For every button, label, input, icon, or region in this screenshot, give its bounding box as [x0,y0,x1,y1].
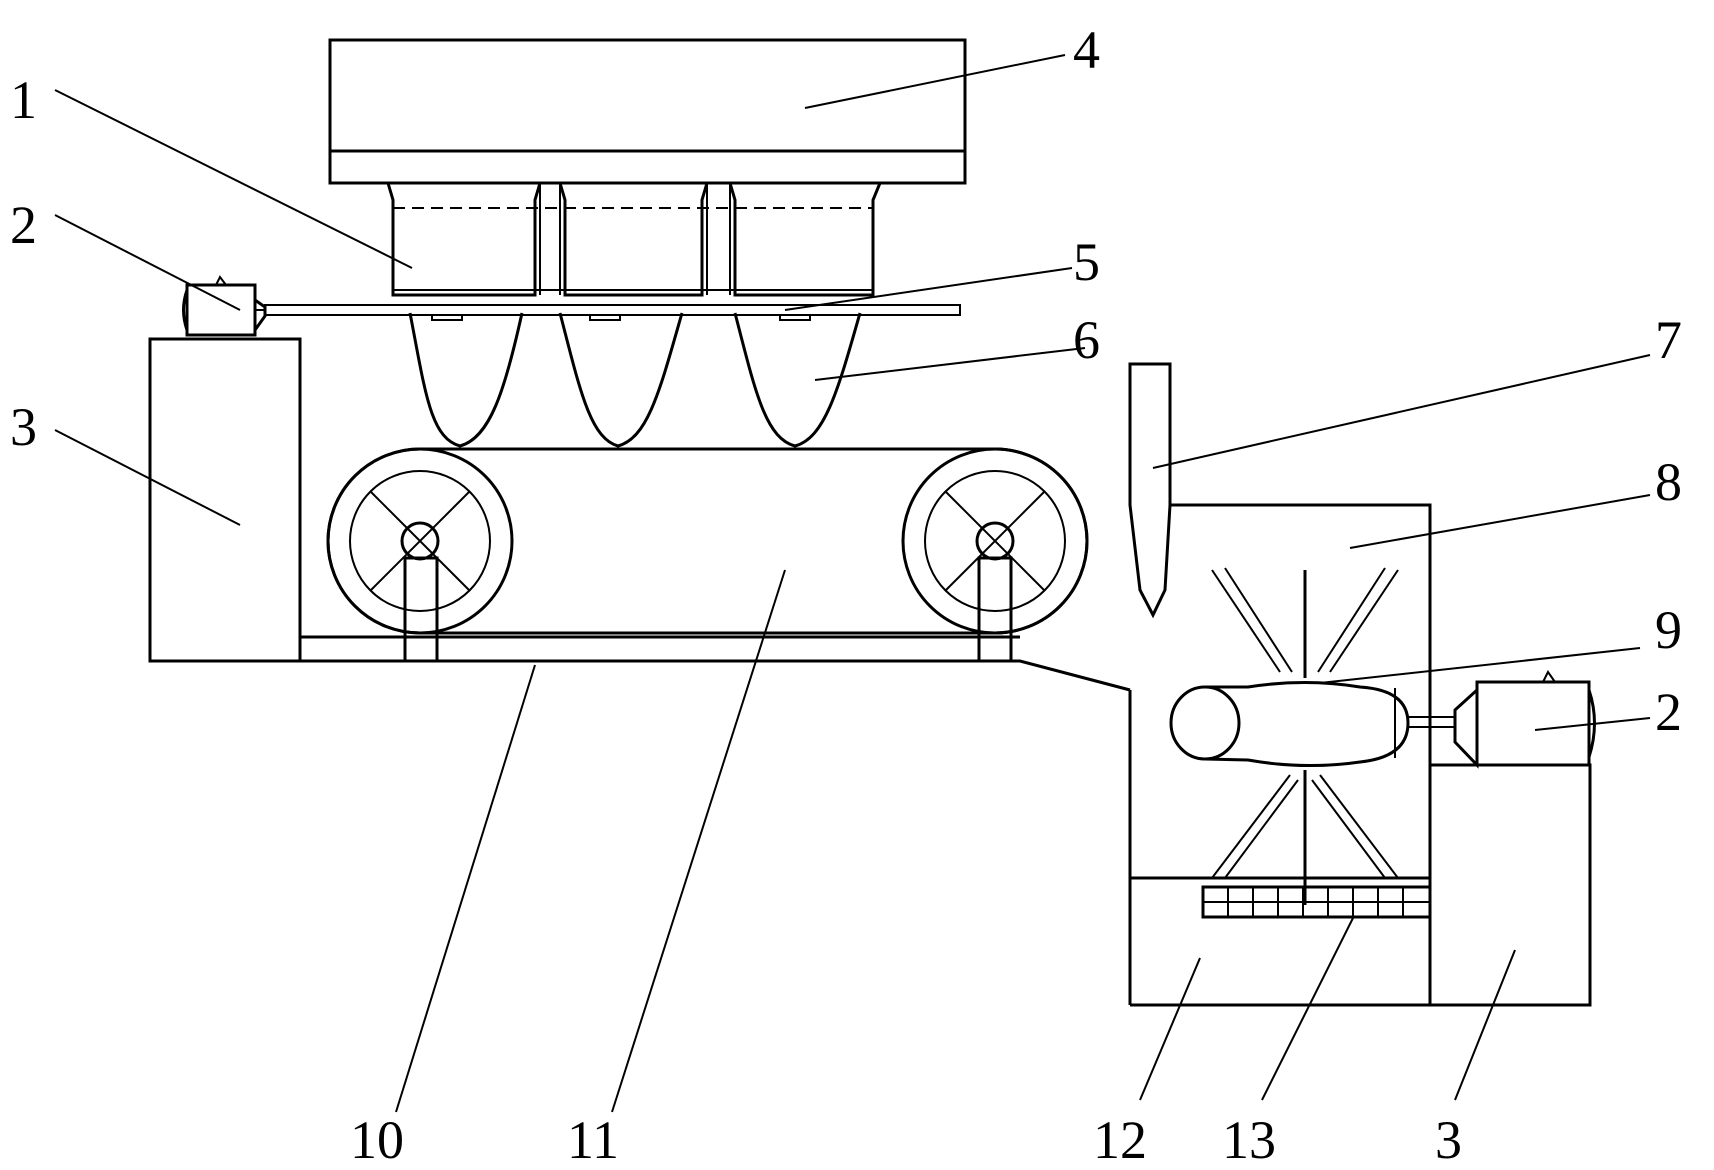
lower-stirring-blades [1211,770,1399,905]
shaft-plate-part-5 [264,304,961,321]
label-part-5: 5 [1073,232,1100,292]
label-part-11: 11 [567,1110,619,1170]
roller-drum-part-9 [1169,681,1455,768]
filter-grid-part-13 [1201,885,1432,919]
leader-lines [54,54,1651,1113]
top-housing-part-4 [328,38,967,185]
label-part-3-left: 3 [10,397,37,457]
nozzle-part-7 [1128,362,1172,619]
label-part-12: 12 [1093,1110,1147,1170]
label-part-6: 6 [1073,310,1100,370]
left-motor-part-2 [182,275,267,337]
conveyor-belt-part-11 [326,447,1089,635]
storage-bins-part-1 [386,182,882,297]
left-support-part-3 [148,337,302,663]
label-part-13: 13 [1222,1110,1276,1170]
label-part-7: 7 [1655,310,1682,370]
label-part-2-right: 2 [1655,682,1682,742]
funnels-part-6 [408,312,862,448]
right-pulley [901,447,1089,663]
base-frame-part-10 [300,635,1131,692]
label-part-9: 9 [1655,600,1682,660]
label-part-8: 8 [1655,452,1682,512]
right-motor-part-2 [1453,670,1596,769]
label-part-3-right: 3 [1435,1110,1462,1170]
label-part-2-left: 2 [10,195,37,255]
upper-stirring-blades [1211,567,1399,678]
label-part-10: 10 [350,1110,404,1170]
right-support-part-3 [1428,763,1592,1007]
label-part-1: 1 [10,70,37,130]
label-part-4: 4 [1073,20,1100,80]
left-pulley [326,447,514,663]
